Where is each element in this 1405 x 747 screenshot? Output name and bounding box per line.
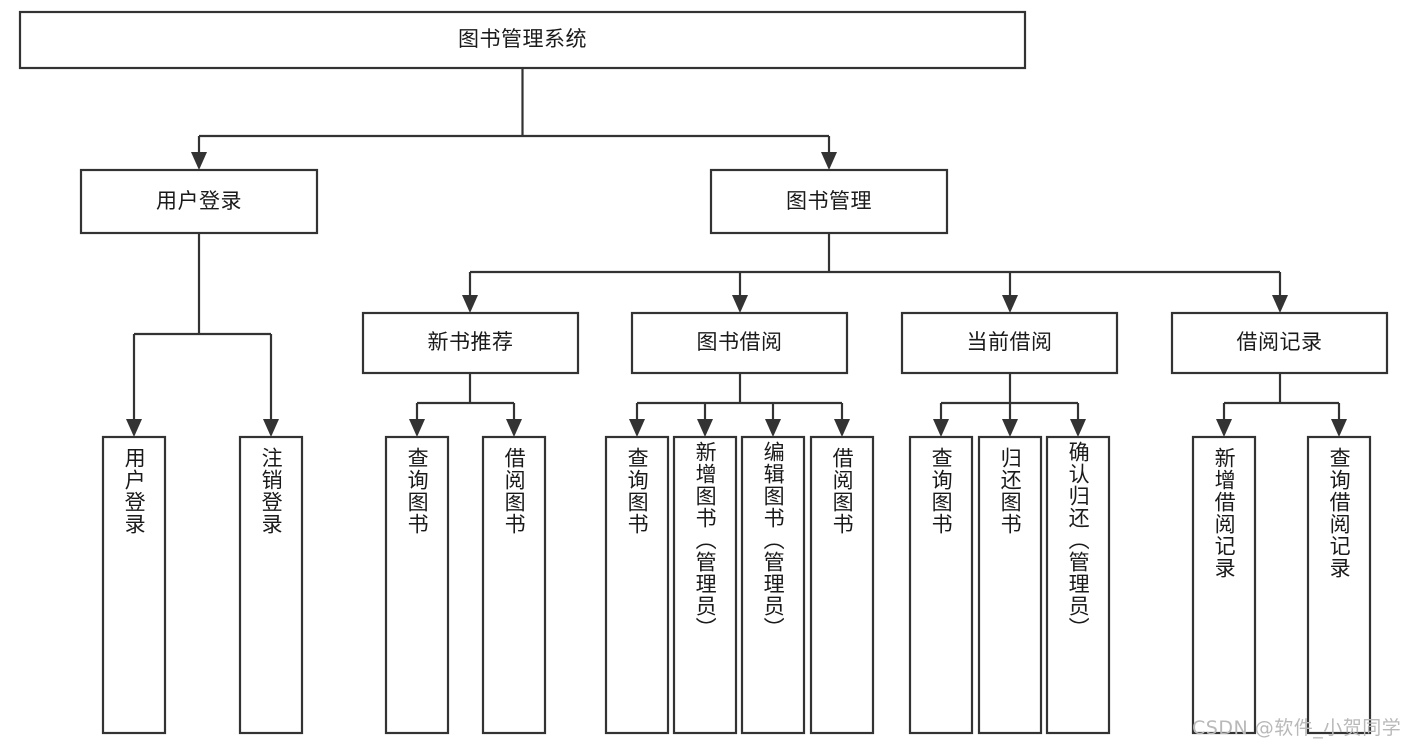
node-box-leaf-user-login[interactable] <box>101 435 167 735</box>
node-box-new-book-recommend[interactable] <box>361 311 580 375</box>
node-box-leaf-borrow-book-1[interactable] <box>481 435 547 735</box>
node-box-leaf-return-book[interactable] <box>977 435 1043 735</box>
node-box-leaf-add-record[interactable] <box>1191 435 1257 735</box>
node-box-leaf-logout-login[interactable] <box>238 435 304 735</box>
connector-new-book-recommend-to-leaves <box>409 373 522 437</box>
node-box-borrow-record[interactable] <box>1170 311 1389 375</box>
node-box-leaf-edit-book[interactable] <box>740 435 806 735</box>
connector-user-login-to-leaves <box>126 233 279 437</box>
node-box-root[interactable] <box>18 10 1027 70</box>
node-box-user-login[interactable] <box>79 168 319 235</box>
node-box-current-borrow[interactable] <box>900 311 1119 375</box>
node-box-leaf-borrow-book-2[interactable] <box>809 435 875 735</box>
node-box-leaf-query-book-1[interactable] <box>384 435 450 735</box>
connector-borrow-record-to-leaves <box>1216 373 1347 437</box>
node-box-leaf-query-book-3[interactable] <box>908 435 974 735</box>
connector-book-borrow-to-leaves <box>629 373 850 437</box>
connector-root-to-level2 <box>191 68 837 170</box>
node-box-leaf-query-book-2[interactable] <box>604 435 670 735</box>
node-box-book-manage[interactable] <box>709 168 949 235</box>
node-box-leaf-add-book[interactable] <box>672 435 738 735</box>
node-box-leaf-query-record[interactable] <box>1306 435 1372 735</box>
connector-current-borrow-to-leaves <box>933 373 1086 437</box>
node-box-leaf-confirm-return[interactable] <box>1045 435 1111 735</box>
connector-book-manage-to-level3 <box>462 233 1288 313</box>
node-box-book-borrow[interactable] <box>630 311 849 375</box>
